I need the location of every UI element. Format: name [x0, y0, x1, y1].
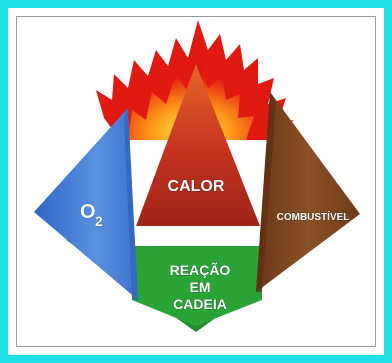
heat-label: CALOR [168, 178, 225, 195]
oxygen-subscript: 2 [95, 213, 103, 229]
chain-reaction-label-line2: EM [190, 279, 211, 295]
fuel-label: COMBUSTÍVEL [277, 210, 350, 223]
heat-face [136, 64, 260, 226]
separator-band [132, 226, 260, 246]
chain-reaction-label-line1: REAÇÃO [170, 261, 231, 278]
chain-reaction-label-line3: CADEIA [173, 296, 227, 312]
oxygen-face [34, 108, 138, 300]
chain-reaction-panel [132, 246, 262, 326]
oxygen-label: O [80, 201, 96, 223]
fuel-face [256, 92, 360, 292]
image-inner-border [16, 16, 376, 347]
fuel-edge [256, 92, 276, 292]
oxygen-edge [124, 108, 138, 300]
